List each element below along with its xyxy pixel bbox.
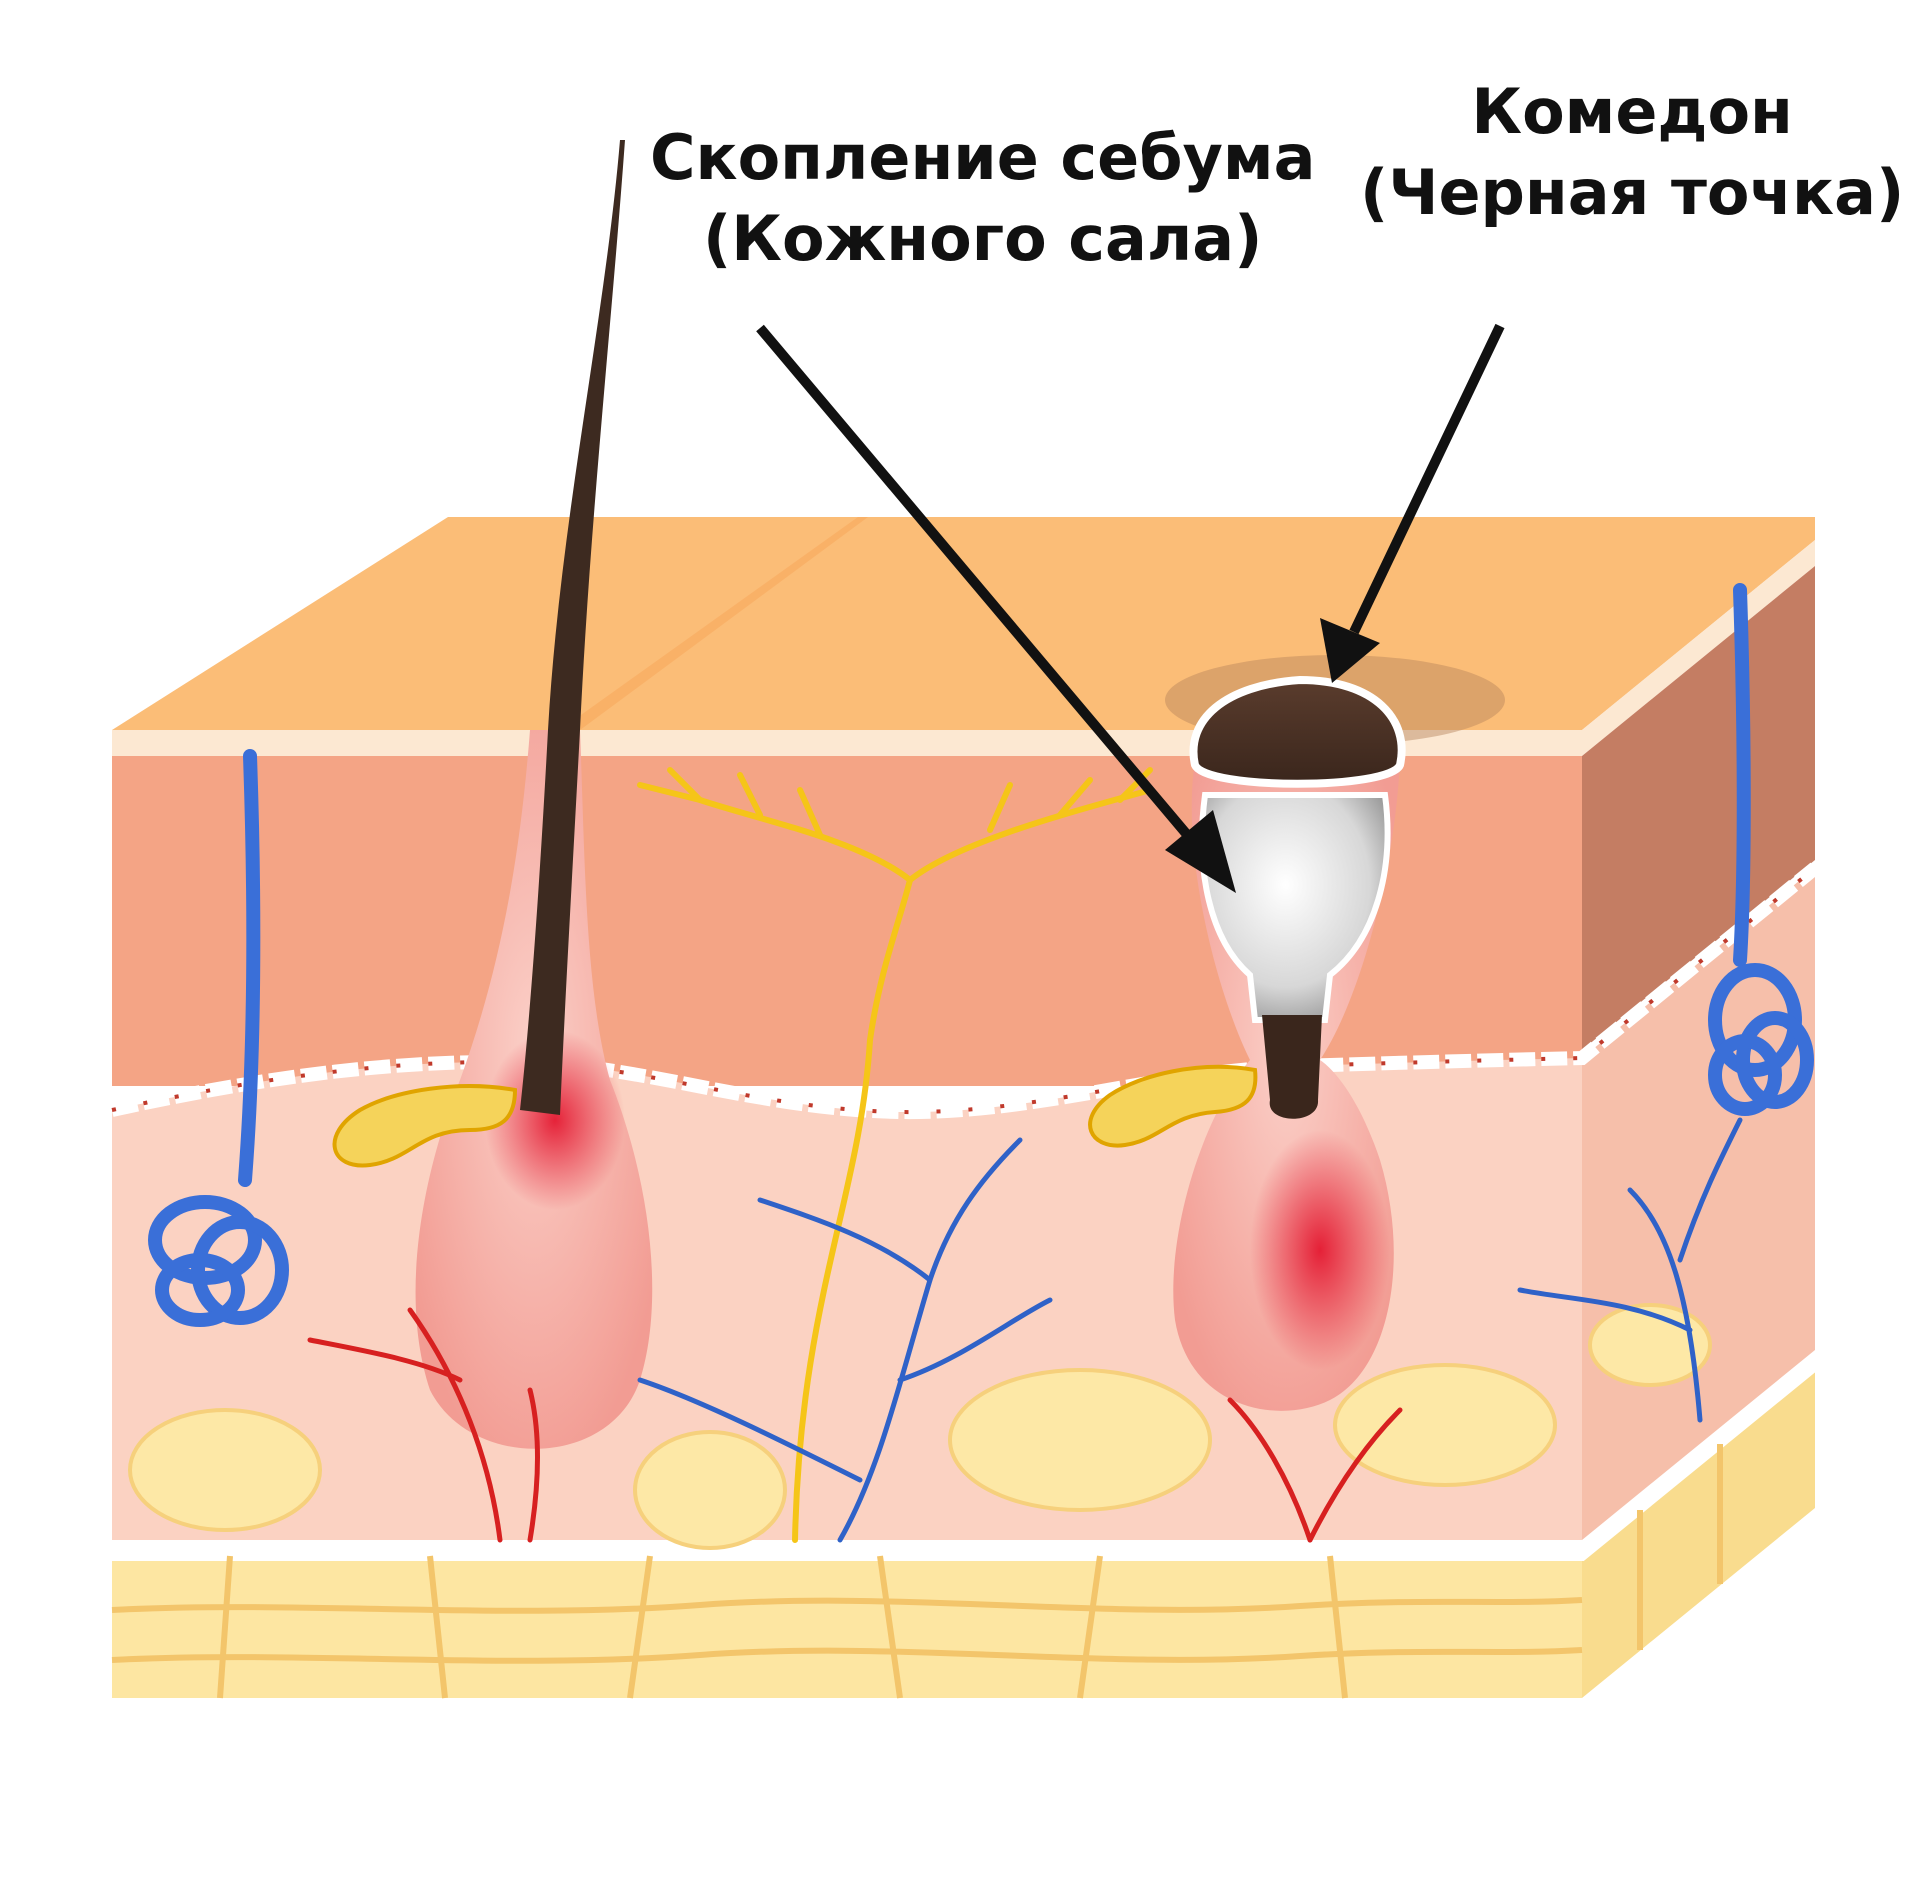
hair-follicle-right	[1088, 655, 1505, 1411]
follicle-inflammation-right	[1250, 1130, 1390, 1370]
veins	[637, 1117, 1743, 1543]
hair-shaft	[520, 140, 625, 1115]
sebum-accumulation-label: Скопление себума (Кожного сала)	[650, 118, 1315, 279]
comedo-label: Комедон (Черная точка)	[1360, 72, 1904, 233]
skin-surface-highlight	[560, 517, 868, 730]
sebaceous-gland-left	[332, 1084, 518, 1168]
comedo-label-line2: (Черная точка)	[1360, 155, 1905, 229]
basement-membrane-dots	[111, 866, 1817, 1115]
sweat-gland-left	[148, 749, 289, 1327]
sebum-pointer-arrow	[756, 324, 1236, 893]
fat-lobules	[128, 1303, 1712, 1550]
sebum-label-line1: Скопление себума	[650, 121, 1316, 194]
comedo-neck	[1262, 1015, 1322, 1119]
sebaceous-gland-right	[1088, 1064, 1258, 1148]
skin-surface-top	[112, 517, 1815, 730]
stratum-corneum-side	[1582, 540, 1815, 756]
blackhead-cap	[1189, 675, 1406, 788]
hypodermis-front	[112, 1556, 1582, 1698]
dermis-side	[1582, 566, 1815, 1050]
subcutis-line	[112, 1362, 1819, 1561]
sweat-gland-right	[1708, 583, 1814, 1116]
sebum-label-line2: (Кожного сала)	[702, 201, 1263, 275]
follicle-inflammation-left	[485, 1030, 625, 1210]
comedo-label-line1: Комедон	[1471, 75, 1793, 148]
comedo-pointer-arrow	[1320, 323, 1505, 683]
nerve-fibers	[637, 767, 1153, 1543]
fat-cells-grid	[111, 1444, 1723, 1699]
arteries	[307, 1307, 1403, 1543]
